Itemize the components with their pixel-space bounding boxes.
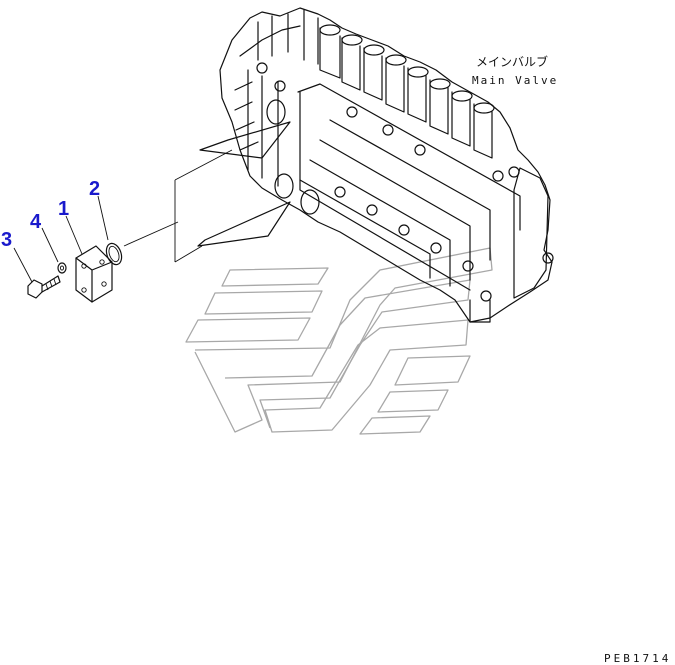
part-cover-plate (75, 245, 113, 303)
assembly-label-jp: メインバルブ (476, 54, 548, 69)
drawing-code: PEB1714 (604, 652, 671, 665)
main-valve-drawing (219, 7, 554, 323)
assembly-label: メインバルブ Main Valve (472, 54, 558, 87)
leader-line-port (123, 221, 179, 247)
part-bolt (27, 275, 61, 299)
part-o-ring (105, 242, 123, 266)
watermark-logo (185, 247, 493, 435)
assembly-label-en: Main Valve (472, 74, 558, 87)
callout-1[interactable]: 1 (58, 198, 69, 220)
callouts: 1 2 3 4 (1, 178, 109, 283)
section-plane-indicator (174, 121, 291, 263)
callout-4[interactable]: 4 (30, 211, 42, 233)
callout-3[interactable]: 3 (1, 229, 12, 251)
part-washer (57, 262, 67, 274)
callout-2[interactable]: 2 (89, 178, 100, 200)
